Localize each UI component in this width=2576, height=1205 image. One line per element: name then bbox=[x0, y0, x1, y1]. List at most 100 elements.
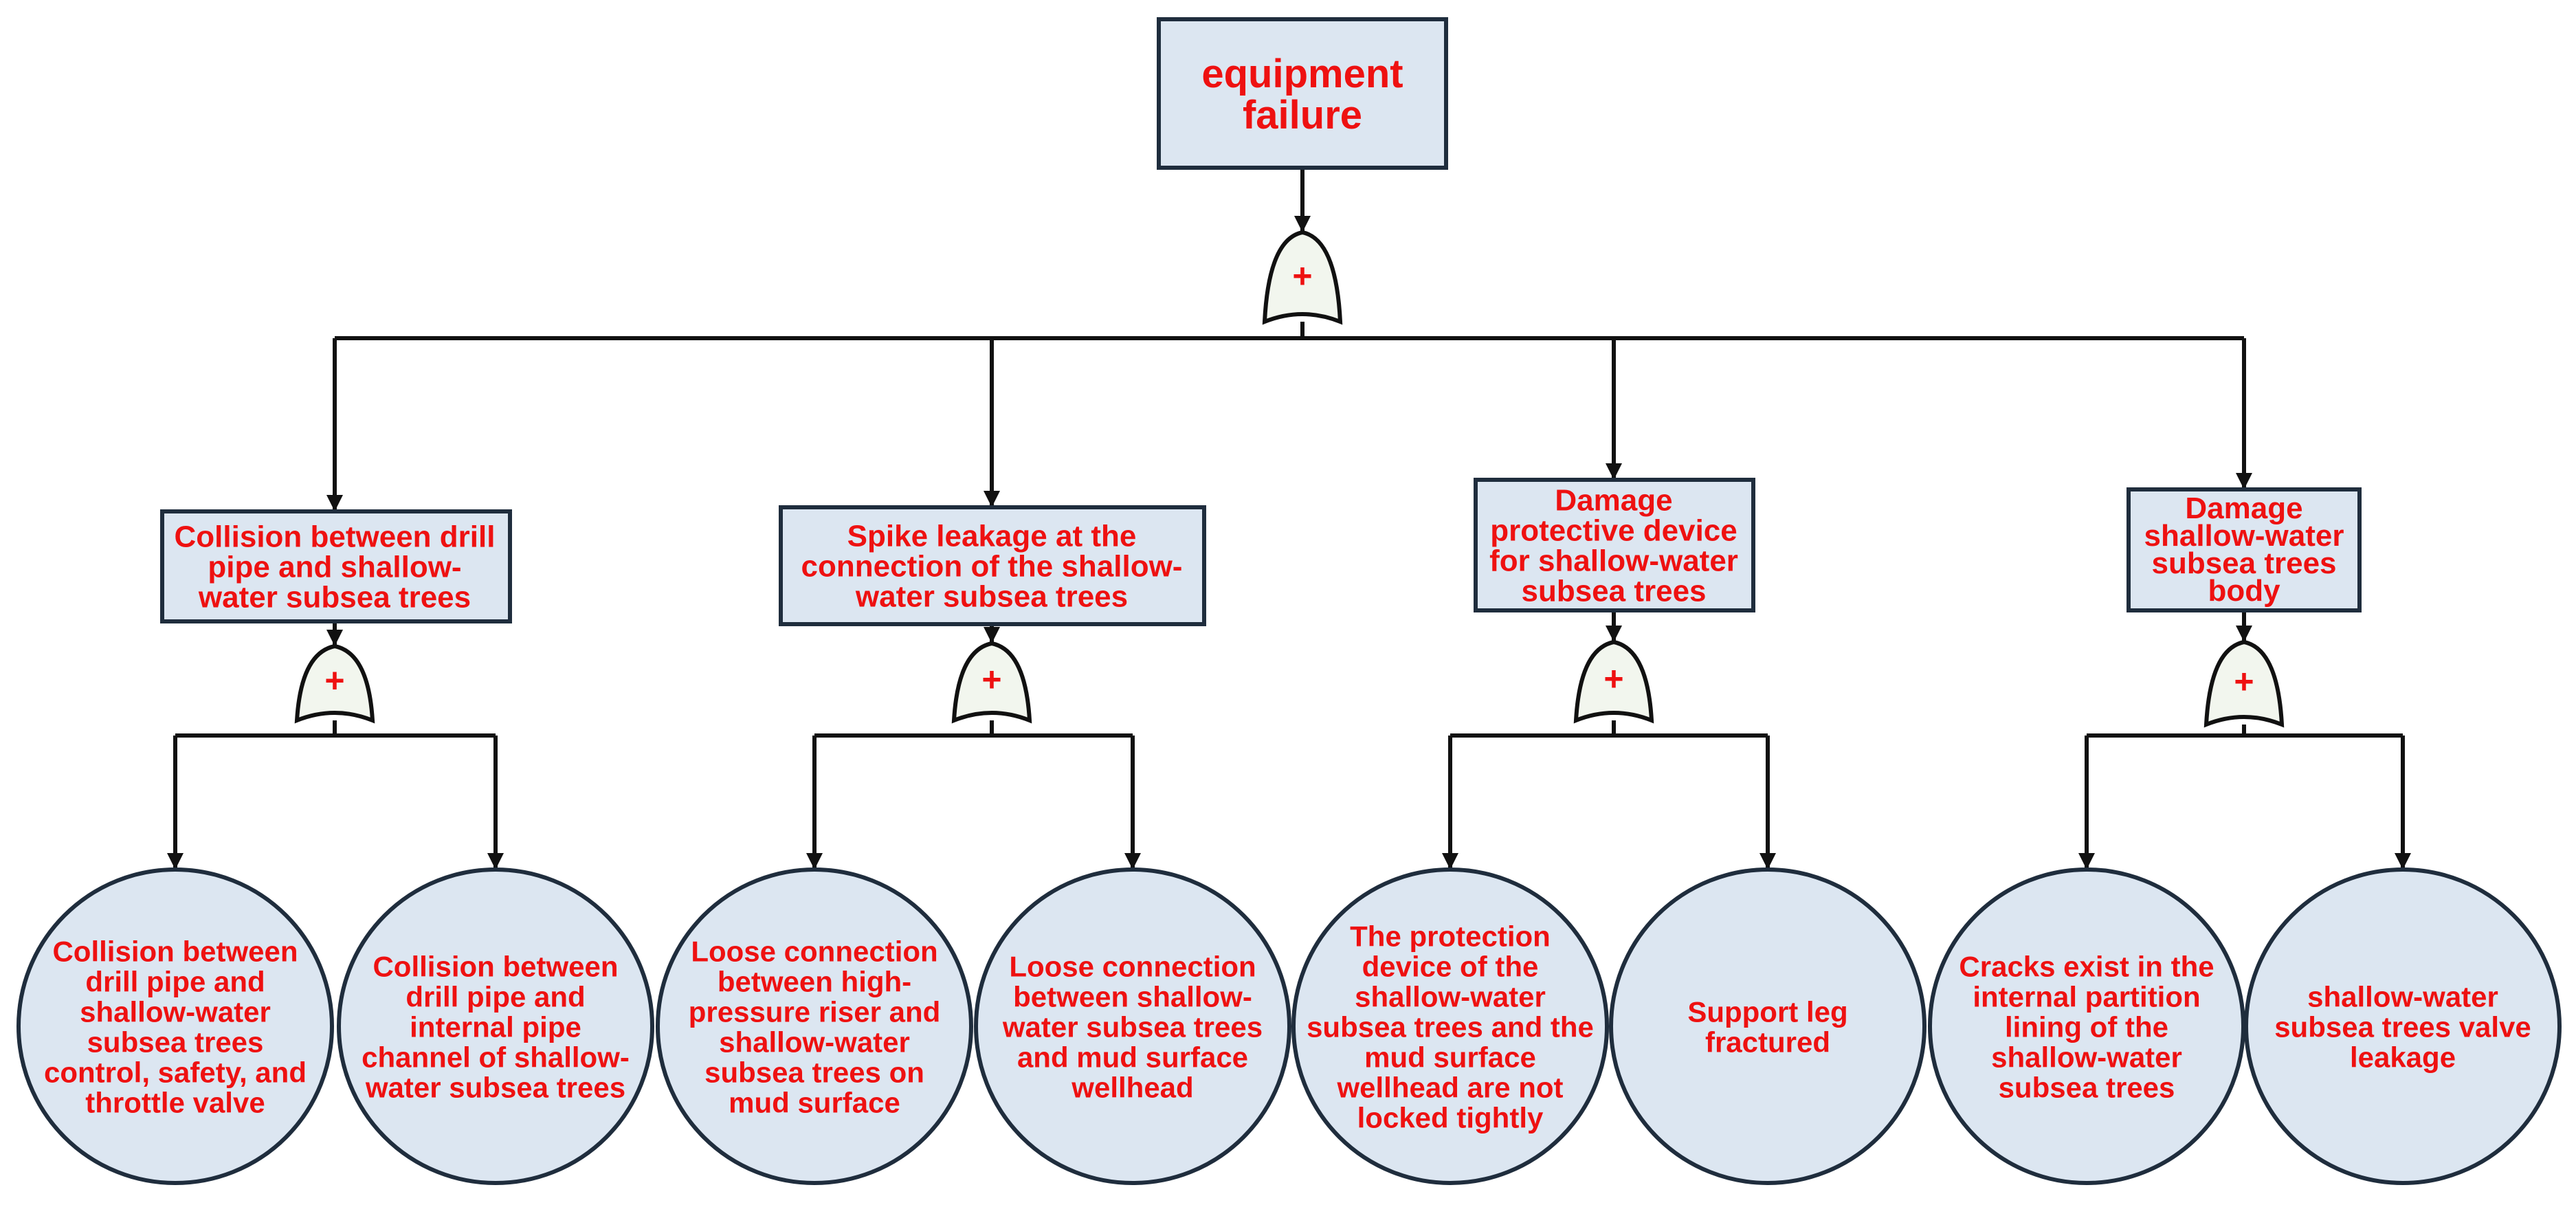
label-line: subsea trees valve bbox=[2274, 1010, 2531, 1043]
label-line: Collision between bbox=[373, 950, 618, 982]
or-gate-symbol: + bbox=[1603, 660, 1623, 698]
label-line: pipe and shallow- bbox=[208, 550, 461, 584]
label-line: wellhead bbox=[1071, 1071, 1193, 1103]
intermediate-event-box bbox=[779, 505, 1206, 626]
label-line: water subsea trees bbox=[1002, 1010, 1263, 1043]
label-line: pressure riser and bbox=[689, 995, 941, 1028]
label-line: Loose connection bbox=[1009, 950, 1256, 982]
label-line: subsea trees bbox=[1521, 574, 1706, 608]
label-line: Collision between drill bbox=[175, 520, 496, 553]
label-line: shallow-water bbox=[1991, 1041, 2182, 1073]
label-line: between high- bbox=[718, 965, 911, 997]
basic-event-circle bbox=[974, 867, 1291, 1185]
label-line: subsea trees on bbox=[704, 1056, 924, 1088]
label-line: Damage bbox=[1555, 483, 1672, 517]
label-line: Collision between bbox=[52, 935, 298, 967]
or-gate-shape bbox=[951, 641, 1032, 724]
basic-event-circle bbox=[1928, 867, 2245, 1185]
label-line: water subsea trees bbox=[855, 579, 1128, 613]
or-gate-3: + bbox=[1573, 639, 1654, 724]
label-line: drill pipe and bbox=[406, 980, 585, 1013]
or-gate-shape bbox=[1262, 230, 1343, 325]
label-line: protective device bbox=[1490, 513, 1737, 547]
intermediate-event-box bbox=[160, 509, 512, 623]
basic-event-circle bbox=[1609, 867, 1927, 1185]
label-line: device of the bbox=[1362, 950, 1539, 982]
label-line: Support leg bbox=[1687, 995, 1847, 1028]
label-line: throttle valve bbox=[85, 1086, 265, 1118]
label-line: water subsea trees bbox=[365, 1071, 625, 1103]
or-gate-2: + bbox=[951, 641, 1032, 724]
basic-event-circle bbox=[2244, 867, 2562, 1185]
basic-event-circle bbox=[16, 867, 334, 1185]
label-line: drill pipe and bbox=[85, 965, 265, 997]
connector-layer bbox=[167, 168, 2411, 870]
label-line: leakage bbox=[2350, 1041, 2456, 1073]
label-line: mud surface bbox=[729, 1086, 900, 1118]
or-gate-shape bbox=[294, 643, 375, 724]
label-line: internal pipe bbox=[410, 1010, 581, 1043]
or-gate-symbol: + bbox=[981, 660, 1001, 698]
label-line: shallow-water bbox=[80, 995, 271, 1028]
label-line: subsea trees bbox=[87, 1026, 264, 1058]
label-line: control, safety, and bbox=[44, 1056, 307, 1088]
label-line: shallow-water bbox=[2307, 980, 2498, 1013]
basic-event-circle bbox=[1291, 867, 1609, 1185]
label-line: mud surface bbox=[1364, 1041, 1536, 1073]
or-gate-shape bbox=[1573, 639, 1654, 724]
or-gate-symbol: + bbox=[1292, 257, 1312, 296]
label-line: internal partition bbox=[1973, 980, 2200, 1013]
label-line: between shallow- bbox=[1013, 980, 1252, 1013]
label-line: shallow-water bbox=[719, 1026, 910, 1058]
label-line: shallow-water bbox=[1355, 980, 1546, 1013]
top-or-gate: + bbox=[1262, 230, 1343, 325]
label-line: subsea trees bbox=[1999, 1071, 2175, 1103]
label-line: locked tightly bbox=[1357, 1101, 1544, 1134]
or-gate-symbol: + bbox=[2234, 662, 2254, 700]
label-line: equipment bbox=[1201, 52, 1403, 96]
basic-event-circle bbox=[656, 867, 973, 1185]
intermediate-event-box bbox=[2127, 487, 2362, 612]
label-line: fractured bbox=[1705, 1026, 1830, 1058]
label-line: Spike leakage at the bbox=[847, 519, 1137, 553]
or-gate-4: + bbox=[2203, 639, 2285, 728]
basic-event-circle bbox=[337, 867, 654, 1185]
label-line: channel of shallow- bbox=[362, 1041, 630, 1073]
label-line: subsea trees bbox=[2151, 546, 2336, 580]
label-line: Damage bbox=[2185, 491, 2302, 525]
or-gate-1: + bbox=[294, 643, 375, 724]
label-line: The protection bbox=[1350, 920, 1551, 952]
label-line: body bbox=[2208, 574, 2280, 608]
label-line: and mud surface bbox=[1017, 1041, 1248, 1073]
label-line: wellhead are not bbox=[1336, 1071, 1563, 1103]
label-line: subsea trees and the bbox=[1307, 1010, 1594, 1043]
top-event-box bbox=[1157, 17, 1448, 170]
or-gate-symbol: + bbox=[324, 661, 344, 700]
label-line: water subsea trees bbox=[198, 580, 471, 614]
